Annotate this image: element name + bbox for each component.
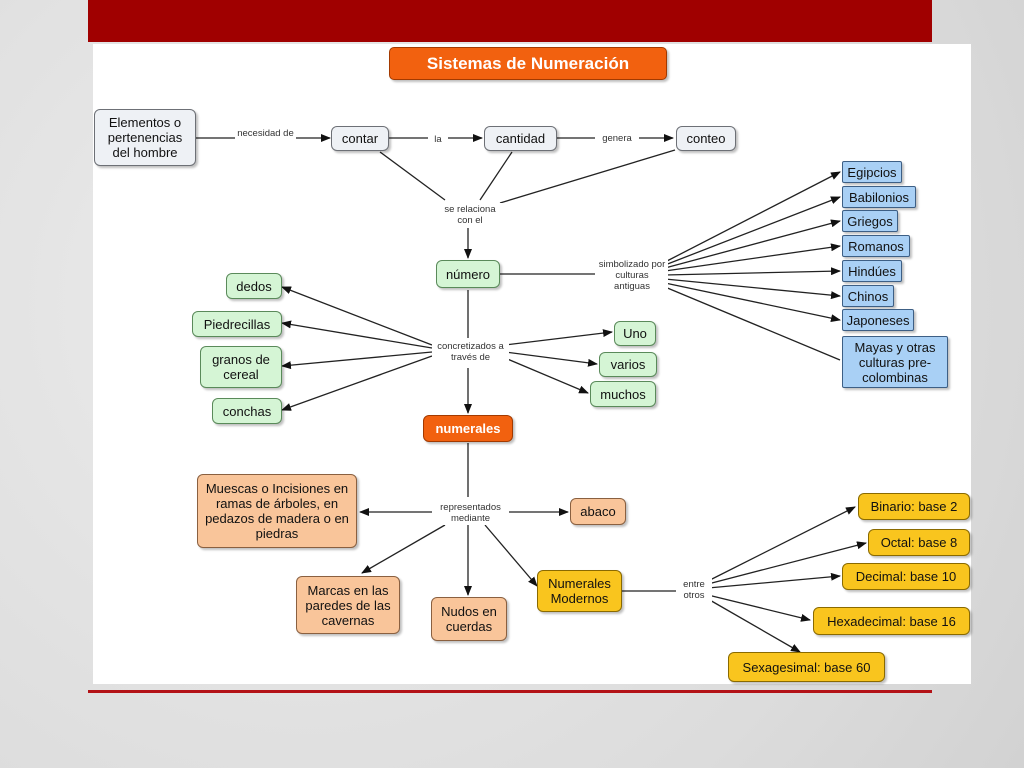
node-hexadecimal: Hexadecimal: base 16	[813, 607, 970, 635]
node-decimal: Decimal: base 10	[842, 563, 970, 590]
node-octal: Octal: base 8	[868, 529, 970, 556]
node-piedrecillas: Piedrecillas	[192, 311, 282, 337]
node-elementos: Elementos o pertenencias del hombre	[94, 109, 196, 166]
node-varios: varios	[599, 352, 657, 377]
footer-line	[88, 690, 932, 693]
node-numerales: numerales	[423, 415, 513, 442]
node-conchas: conchas	[212, 398, 282, 424]
label-genera: genera	[595, 132, 639, 145]
label-la: la	[428, 133, 448, 146]
label-concretizados: concretizados a través de	[432, 340, 509, 364]
header-bar	[88, 0, 932, 42]
node-hindues: Hindúes	[842, 260, 902, 282]
node-marcas: Marcas en las paredes de las cavernas	[296, 576, 400, 634]
node-conteo: conteo	[676, 126, 736, 151]
node-egipcios: Egipcios	[842, 161, 902, 183]
node-uno: Uno	[614, 321, 656, 346]
node-abaco: abaco	[570, 498, 626, 525]
node-griegos: Griegos	[842, 210, 898, 232]
node-contar: contar	[331, 126, 389, 151]
node-chinos: Chinos	[842, 285, 894, 307]
node-granos: granos de cereal	[200, 346, 282, 388]
node-modernos: Numerales Modernos	[537, 570, 622, 612]
node-muchos: muchos	[590, 381, 656, 407]
label-simbolizado: simbolizado por culturas antiguas	[596, 258, 668, 293]
label-entre-otros: entre otros	[676, 578, 712, 602]
node-cantidad: cantidad	[484, 126, 557, 151]
node-babilonios: Babilonios	[842, 186, 916, 208]
node-mayas: Mayas y otras culturas pre-colombinas	[842, 336, 948, 388]
node-romanos: Romanos	[842, 235, 910, 257]
node-numero: número	[436, 260, 500, 288]
node-japoneses: Japoneses	[842, 309, 914, 331]
diagram-title: Sistemas de Numeración	[389, 47, 667, 80]
label-se-relaciona: se relaciona con el	[436, 203, 504, 227]
node-muescas: Muescas o Incisiones en ramas de árboles…	[197, 474, 357, 548]
node-nudos: Nudos en cuerdas	[431, 597, 507, 641]
node-dedos: dedos	[226, 273, 282, 299]
node-binario: Binario: base 2	[858, 493, 970, 520]
node-sexagesimal: Sexagesimal: base 60	[728, 652, 885, 682]
label-representados: representados mediante	[432, 501, 509, 525]
label-necesidad-de: necesidad de	[235, 127, 296, 140]
